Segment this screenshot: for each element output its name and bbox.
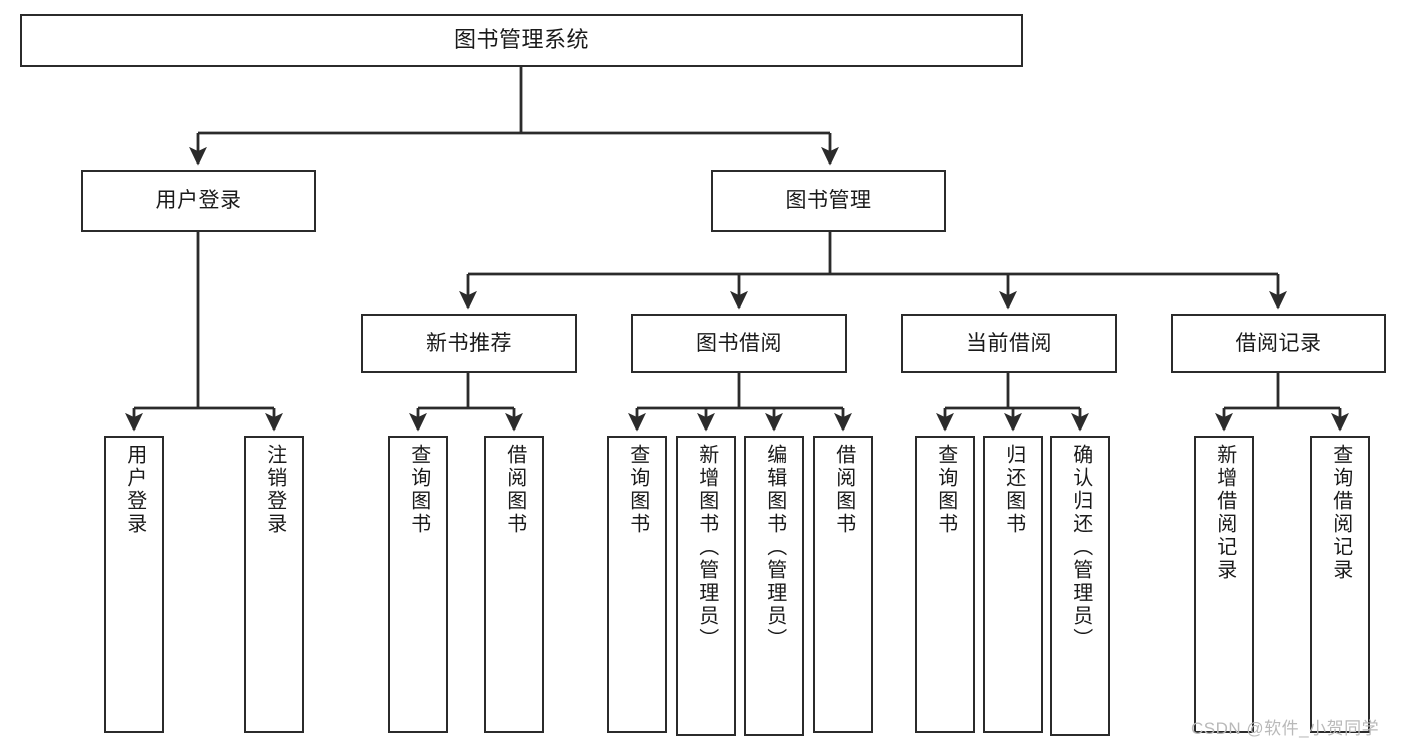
node-borrow-record-label: 借阅记录 (1235, 331, 1322, 355)
node-book-manage[interactable]: 图书管理 (711, 170, 946, 232)
node-leaf-borrow-book-rec-label: 借阅图书 (503, 444, 526, 536)
node-leaf-edit-book-label: 编辑图书（管理员） (763, 444, 786, 651)
node-leaf-user-login-label: 用户登录 (123, 444, 146, 536)
node-user-login-label: 用户登录 (155, 189, 242, 213)
csdn-watermark: CSDN @软件_小贺同学 (1191, 719, 1380, 738)
node-book-manage-label: 图书管理 (785, 189, 872, 213)
node-leaf-query-book-rec-label: 查询图书 (407, 444, 430, 536)
node-leaf-borrow-book-label: 借阅图书 (832, 444, 855, 536)
node-leaf-return-book[interactable]: 归还图书 (983, 436, 1043, 733)
node-leaf-return-book-label: 归还图书 (1002, 444, 1025, 536)
node-leaf-query-book-rec[interactable]: 查询图书 (388, 436, 448, 733)
node-current-borrow-label: 当前借阅 (966, 331, 1052, 355)
node-root-label: 图书管理系统 (453, 27, 589, 53)
node-user-login[interactable]: 用户登录 (81, 170, 316, 232)
node-leaf-user-login[interactable]: 用户登录 (104, 436, 164, 733)
node-leaf-add-book[interactable]: 新增图书（管理员） (676, 436, 736, 736)
node-leaf-confirm-return-label: 确认归还（管理员） (1069, 444, 1092, 651)
node-root[interactable]: 图书管理系统 (20, 14, 1023, 67)
node-current-borrow[interactable]: 当前借阅 (901, 314, 1117, 373)
node-leaf-query-book-cur-label: 查询图书 (934, 444, 957, 536)
node-leaf-confirm-return[interactable]: 确认归还（管理员） (1050, 436, 1110, 736)
node-new-book-rec[interactable]: 新书推荐 (361, 314, 577, 373)
node-leaf-query-book-cur[interactable]: 查询图书 (915, 436, 975, 733)
node-leaf-edit-book[interactable]: 编辑图书（管理员） (744, 436, 804, 736)
node-leaf-logout-label: 注销登录 (263, 444, 286, 536)
node-new-book-rec-label: 新书推荐 (426, 331, 512, 355)
node-leaf-add-record-label: 新增借阅记录 (1213, 444, 1236, 582)
node-leaf-query-record[interactable]: 查询借阅记录 (1310, 436, 1370, 733)
node-leaf-logout[interactable]: 注销登录 (244, 436, 304, 733)
node-book-borrow[interactable]: 图书借阅 (631, 314, 847, 373)
node-borrow-record[interactable]: 借阅记录 (1171, 314, 1386, 373)
node-leaf-query-book-borrow-label: 查询图书 (626, 444, 649, 536)
node-leaf-borrow-book[interactable]: 借阅图书 (813, 436, 873, 733)
node-book-borrow-label: 图书借阅 (696, 331, 782, 355)
node-leaf-add-record[interactable]: 新增借阅记录 (1194, 436, 1254, 733)
node-leaf-add-book-label: 新增图书（管理员） (695, 444, 718, 651)
node-leaf-borrow-book-rec[interactable]: 借阅图书 (484, 436, 544, 733)
node-leaf-query-book-borrow[interactable]: 查询图书 (607, 436, 667, 733)
node-leaf-query-record-label: 查询借阅记录 (1329, 444, 1352, 582)
